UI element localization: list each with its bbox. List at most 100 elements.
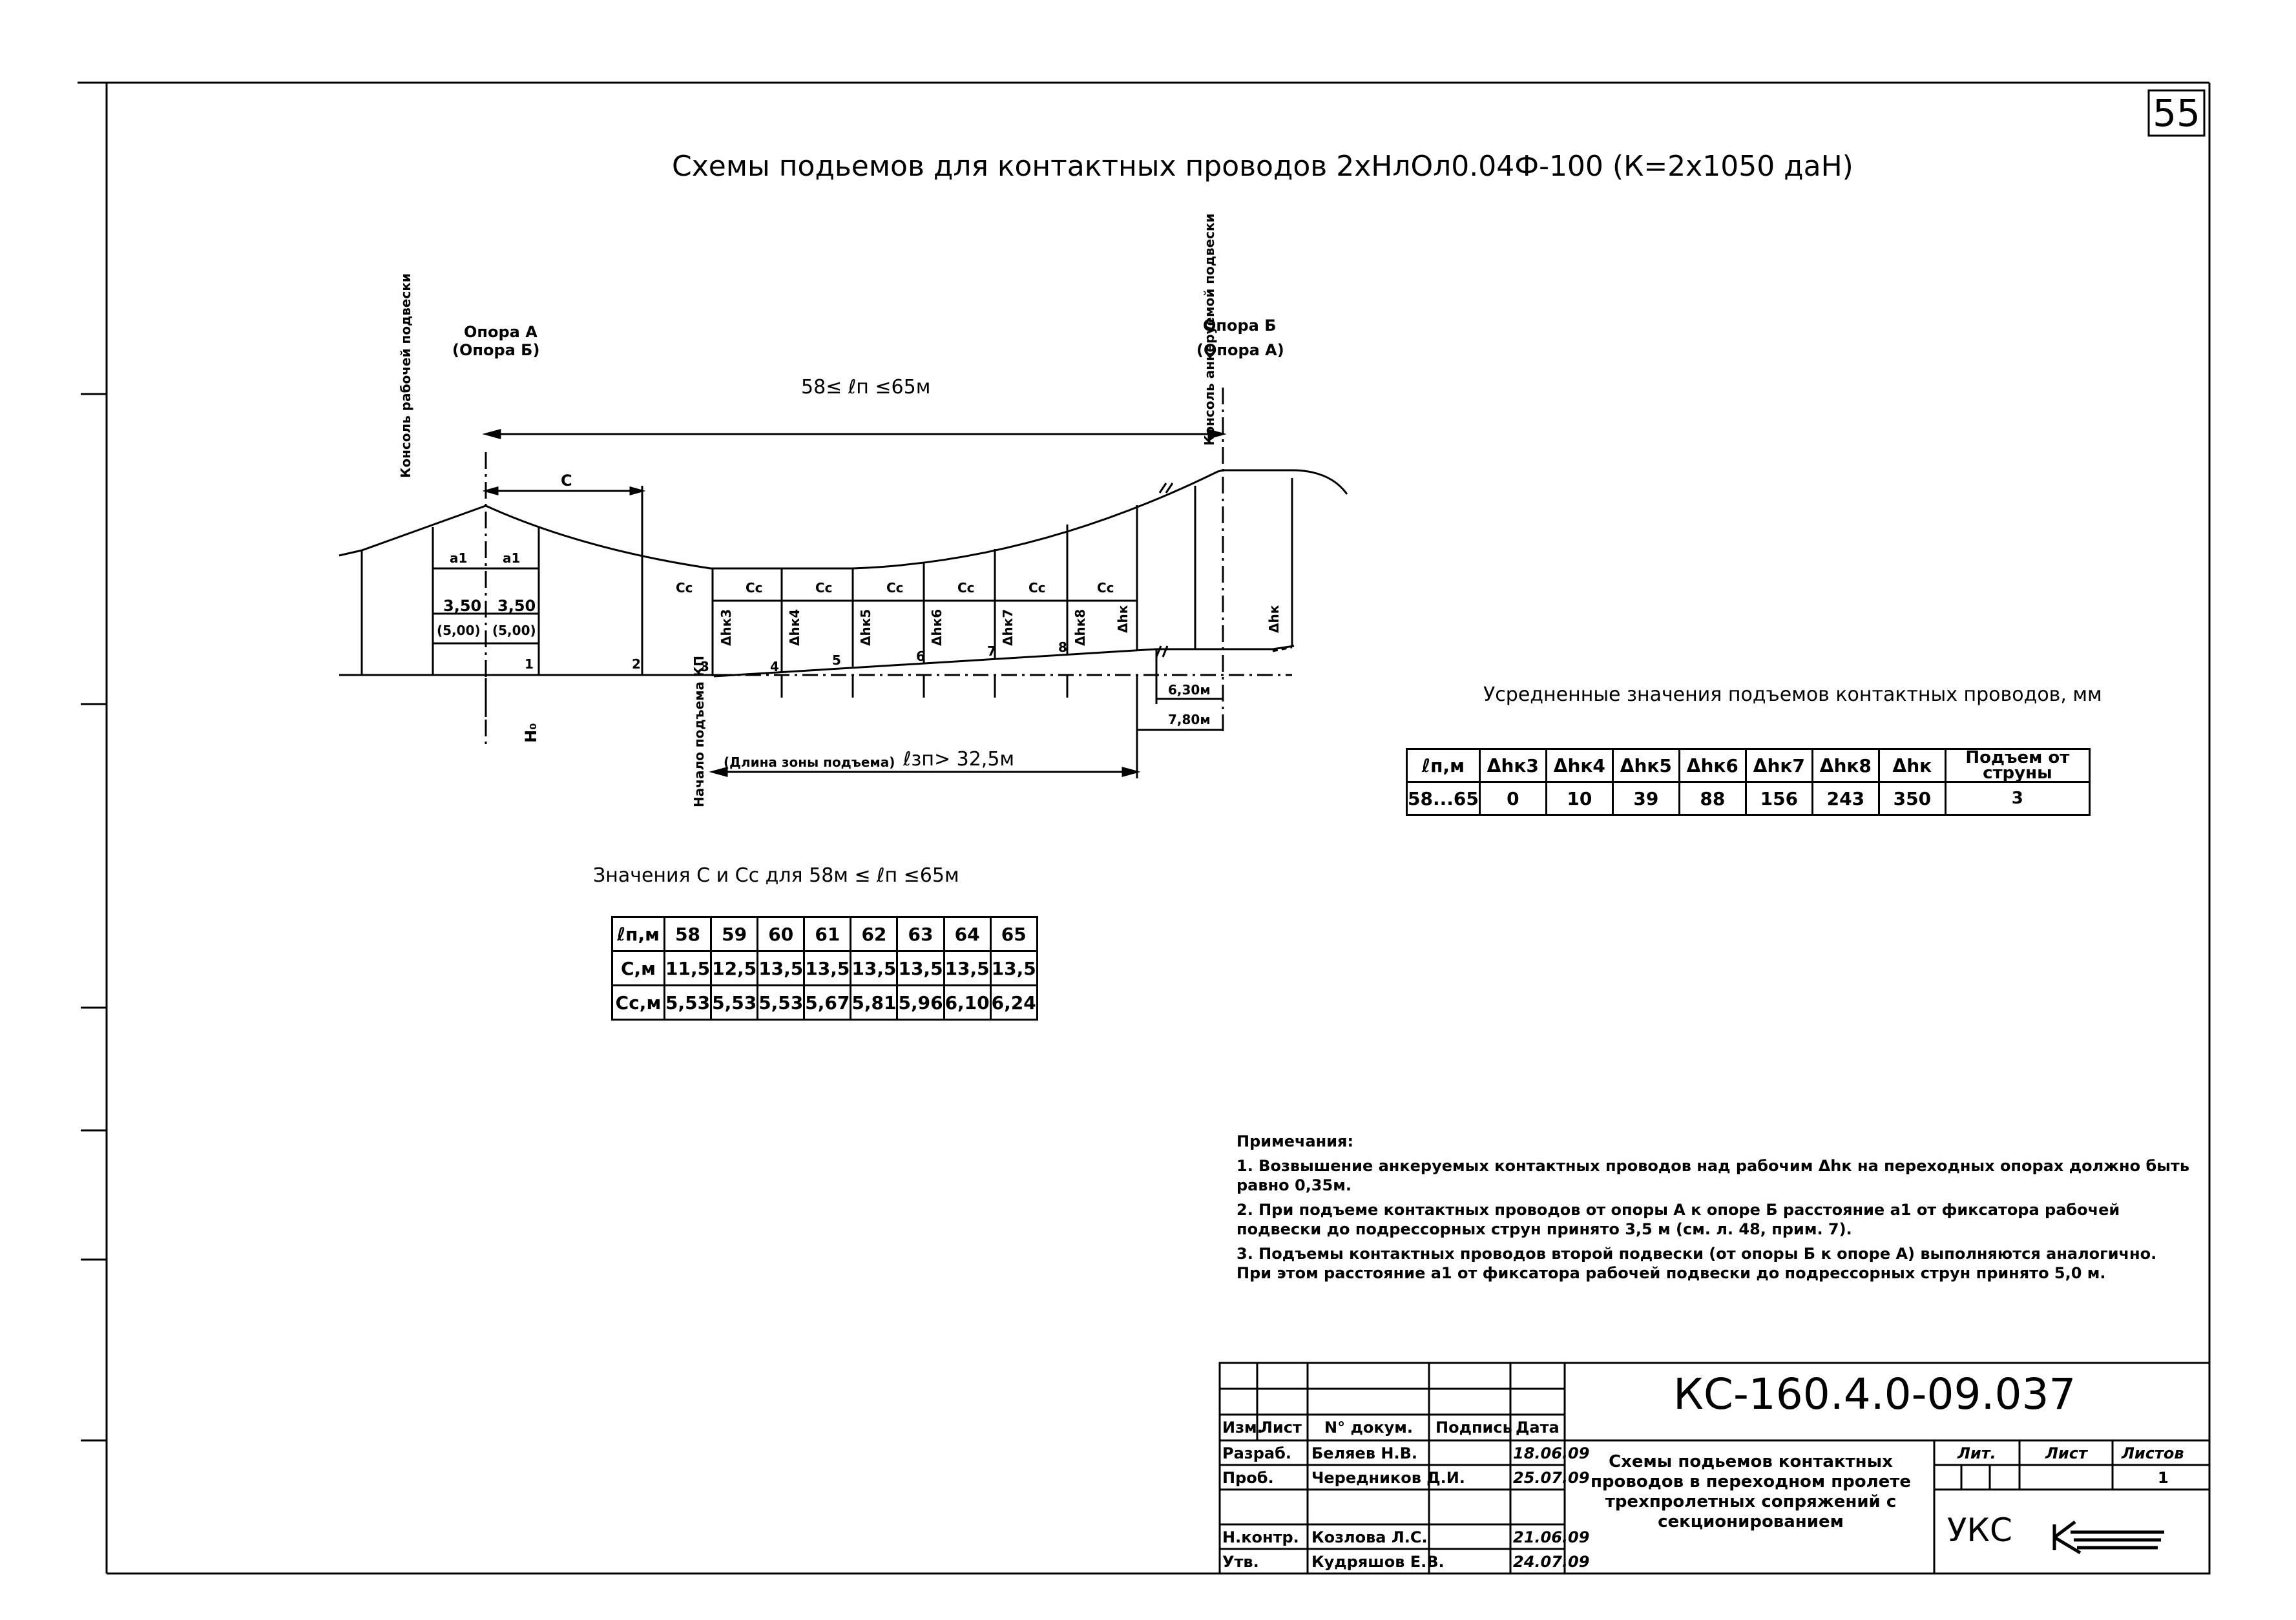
table-cell: 156 (1744, 781, 1813, 816)
zone-length-label: (Длина зоны подъема) (724, 754, 895, 770)
table-cell: 350 (1877, 781, 1946, 816)
table-cell: 243 (1811, 781, 1880, 816)
table-c-caption: Значения С и Сс для 58м ≤ ℓп ≤65м (593, 864, 959, 887)
table-cell: 13,5 (896, 950, 945, 986)
console-anchored-label: Консоль анкеруемой подвески (1202, 213, 1217, 446)
c-dimension-label: С (561, 472, 572, 490)
table-h: ℓп,м Δhк3 Δhк4 Δhк5 Δhк6 Δhк7 Δhк8 Δhк П… (1406, 748, 2091, 816)
note-item: 3. Подъемы контактных проводов второй по… (1237, 1245, 2157, 1282)
stamp-name: Кудряшов Е.В. (1311, 1553, 1445, 1571)
table-cell: 12,5 (710, 950, 759, 986)
rise-label-k7: Δhк7 (1000, 608, 1016, 646)
catenary-diagram (339, 388, 1348, 778)
rise-label-k4: Δhк4 (787, 608, 802, 646)
table-cell: ℓп,м (1406, 748, 1481, 783)
stamp-name: Чередников Д.И. (1311, 1469, 1465, 1487)
console-working-label: Консоль рабочей подвески (398, 273, 413, 478)
table-cell: 10 (1545, 781, 1614, 816)
a1-value-right: 3,50 (497, 597, 536, 615)
a1-label-right: а1 (503, 550, 521, 566)
table-cell: 59 (710, 916, 759, 952)
table-cell: 6,10 (943, 984, 992, 1021)
support-right-alt-label: (Опора А) (1196, 341, 1284, 359)
table-cell: С,м (611, 950, 665, 986)
table-cell: 58 (663, 916, 713, 952)
table-cell: ℓп,м (611, 916, 665, 952)
table-c: ℓп,м 58 59 60 61 62 63 64 65 С,м 11,5 12… (611, 916, 1038, 1021)
notes-heading: Примечания: (1237, 1132, 1354, 1150)
table-cell: 88 (1678, 781, 1747, 816)
table-cell: 11,5 (663, 950, 713, 986)
stamp-header-docno: N° докум. (1324, 1418, 1413, 1437)
table-cell: 65 (989, 916, 1038, 952)
stamp-role: Проб. (1222, 1469, 1274, 1487)
table-cell: Δhк5 (1611, 748, 1680, 783)
stamp-organization: УКС (1947, 1511, 2012, 1549)
stamp-name: Козлова Л.С. (1311, 1528, 1428, 1546)
table-cell: Сс,м (611, 984, 665, 1021)
a1-label-left: а1 (450, 550, 468, 566)
support-right-label: Опора Б (1203, 317, 1277, 335)
table-cell: Δhк7 (1744, 748, 1813, 783)
dim-780-label: 7,80м (1168, 712, 1211, 727)
zone-length-value: ℓзп> 32,5м (903, 748, 1015, 771)
dropper-number-3: 3 (700, 659, 709, 674)
a1-alt-value-left: (5,00) (437, 623, 481, 638)
table-cell: Δhк8 (1811, 748, 1880, 783)
notes: Примечания: 1. Возвышение анкеруемых кон… (1237, 1132, 2193, 1288)
a1-value-left: 3,50 (443, 597, 482, 615)
dropper-number-4: 4 (770, 659, 779, 674)
table-row: С,м 11,5 12,5 13,5 13,5 13,5 13,5 13,5 1… (611, 950, 1038, 986)
table-cell: 13,5 (989, 950, 1038, 986)
drawing-title: Схемы подьемов для контактных проводов 2… (672, 150, 1853, 183)
cc-label-7: Сс (1097, 580, 1114, 596)
stamp-date: 18.06.09 (1513, 1444, 1590, 1462)
stamp-header-date: Дата (1516, 1418, 1560, 1437)
support-left-label: Опора А (464, 323, 537, 341)
rise-label-k3: Δhк3 (718, 608, 734, 646)
table-cell: 5,53 (757, 984, 806, 1021)
rise-label-k: Δhк (1115, 605, 1131, 633)
stamp-sheet-label: Лист (2045, 1444, 2087, 1462)
document-number: КС-160.4.0-09.037 (1673, 1369, 2076, 1419)
table-cell: 60 (757, 916, 806, 952)
stamp-role: Н.контр. (1222, 1528, 1299, 1546)
table-cell: 58...65 (1406, 781, 1481, 816)
table-cell: 6,24 (989, 984, 1038, 1021)
stamp-date: 21.06.09 (1513, 1528, 1590, 1546)
stamp-date: 24.07.09 (1513, 1553, 1590, 1571)
zone-start-label: Начало подъема КП (691, 655, 707, 807)
h0-label: Н₀ (522, 723, 540, 743)
table-h-caption: Усредненные значения подъемов контактных… (1483, 683, 2102, 706)
stamp-grid (1218, 1362, 2211, 1575)
stamp-sheets-value: 1 (2158, 1469, 2169, 1487)
table-cell: 61 (803, 916, 852, 952)
support-left-alt-label: (Опора Б) (452, 341, 540, 359)
table-cell: Δhк (1877, 748, 1946, 783)
table-cell: 5,81 (850, 984, 899, 1021)
table-cell: 64 (943, 916, 992, 952)
rise-label-k-right: Δhк (1266, 605, 1282, 633)
stamp-role: Утв. (1222, 1553, 1259, 1571)
stamp-lit-label: Лит. (1957, 1444, 1996, 1462)
table-cell: 5,53 (663, 984, 713, 1021)
table-cell: 39 (1611, 781, 1680, 816)
dropper-number-5: 5 (832, 652, 841, 668)
cc-label-1: Сс (676, 580, 693, 596)
dropper-number-7: 7 (987, 643, 996, 659)
table-cell: Подъем от струны (1944, 748, 2091, 783)
dropper-number-1: 1 (525, 656, 534, 672)
rise-label-k5: Δhк5 (858, 608, 873, 646)
dropper-number-6: 6 (916, 649, 925, 664)
table-cell: 5,67 (803, 984, 852, 1021)
stamp-header-change: Изм. (1222, 1418, 1263, 1437)
cc-label-2: Сс (746, 580, 763, 596)
cc-label-5: Сс (957, 580, 975, 596)
dim-630-label: 6,30м (1168, 682, 1211, 698)
rise-label-k6: Δhк6 (929, 608, 944, 646)
dropper-number-2: 2 (632, 656, 641, 672)
table-cell: 13,5 (850, 950, 899, 986)
dropper-number-8: 8 (1058, 639, 1067, 655)
table-cell: 13,5 (943, 950, 992, 986)
